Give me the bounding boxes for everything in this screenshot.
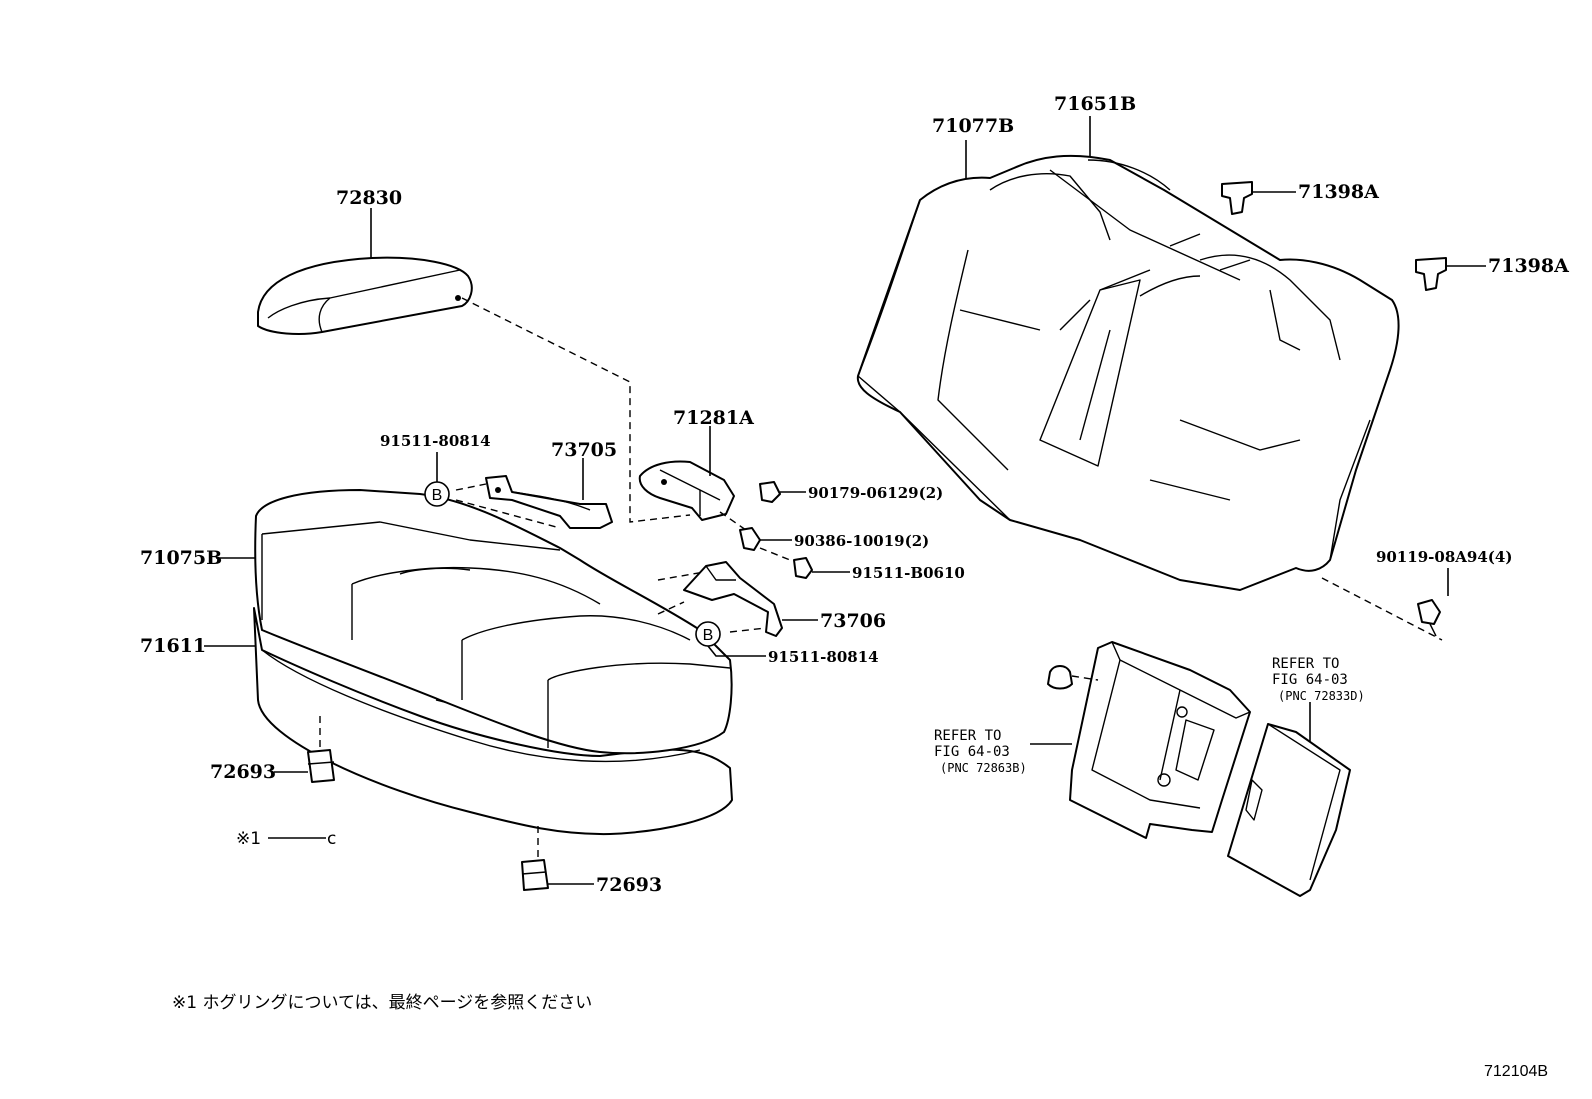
trunk-tray-drawing <box>1069 641 1251 839</box>
push-clip-drawing <box>1047 665 1073 690</box>
label-90386-10019: 90386-10019(2) <box>794 532 929 550</box>
refer-right-line2: FIG 64-03 <box>1272 672 1348 688</box>
refer-left-line2: FIG 64-03 <box>934 744 1010 760</box>
label-71077b: 71077B <box>932 115 1014 137</box>
callout-b-upper-label: B <box>432 487 443 504</box>
bracket-73706-drawing <box>683 561 783 637</box>
refer-left-line1: REFER TO <box>934 728 1001 744</box>
bracket-73705-drawing <box>485 475 613 529</box>
label-90119-08a94: 90119-08A94(4) <box>1376 548 1512 566</box>
label-73706: 73706 <box>820 610 886 632</box>
refer-left-line3: (PNC 72863B) <box>940 761 1027 775</box>
label-71281a: 71281A <box>673 407 754 429</box>
label-72693-upper: 72693 <box>210 761 276 783</box>
label-71398a-lower: 71398A <box>1488 255 1569 277</box>
clip-71398a-lower-drawing <box>1415 257 1447 291</box>
nut-90179-drawing <box>759 481 781 503</box>
seatback-drawing <box>856 154 1400 591</box>
bolt-91511-b0610-drawing <box>793 557 813 579</box>
seat-cushion-drawing <box>253 489 733 836</box>
label-91511-80814-upper: 91511-80814 <box>380 432 491 450</box>
label-72830: 72830 <box>336 187 402 209</box>
label-71611: 71611 <box>140 635 206 657</box>
label-71075b: 71075B <box>140 547 222 569</box>
label-91511-80814-lower: 91511-80814 <box>768 648 879 666</box>
callout-b-upper: B <box>424 481 450 507</box>
label-73705: 73705 <box>551 439 617 461</box>
armrest-72830-drawing <box>257 256 473 335</box>
trunk-cover-drawing <box>1227 723 1351 897</box>
footnote: ※1 ホグリングについては、最終ページを参照ください <box>172 993 592 1013</box>
bolt-90119-drawing <box>1417 599 1441 637</box>
clip-72693-upper-drawing <box>307 749 335 783</box>
hog-ring-marker: ※1 <box>236 829 261 849</box>
label-90179-06129: 90179-06129(2) <box>808 484 943 502</box>
figure-code: 712104B <box>1484 1063 1548 1080</box>
clip-72693-lower-drawing <box>521 859 549 891</box>
clip-71398a-upper-drawing <box>1221 181 1253 215</box>
hog-ring-symbol: c <box>327 829 336 849</box>
label-72693-lower: 72693 <box>596 874 662 896</box>
label-71651b: 71651B <box>1054 93 1136 115</box>
refer-right-line1: REFER TO <box>1272 656 1339 672</box>
callout-b-lower-label: B <box>703 627 714 644</box>
label-71398a-upper: 71398A <box>1298 181 1379 203</box>
callout-b-lower: B <box>695 621 721 647</box>
bracket-71281a-drawing <box>638 460 735 521</box>
label-91511-b0610: 91511-B0610 <box>852 564 965 582</box>
refer-right-line3: (PNC 72833D) <box>1278 689 1365 703</box>
bolt-90386-drawing <box>739 527 761 551</box>
